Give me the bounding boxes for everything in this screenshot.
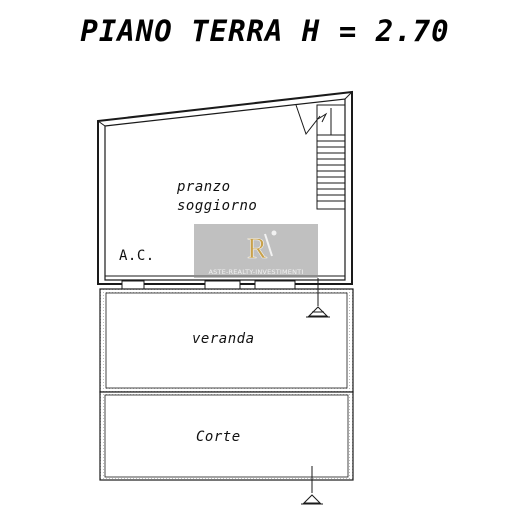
room-label-soggiorno: soggiorno — [177, 198, 258, 214]
room-label-veranda: veranda — [192, 331, 255, 347]
staircase — [295, 104, 346, 210]
room-label-ac: A.C. — [119, 248, 155, 264]
courtyard-area — [99, 391, 354, 481]
watermark-logo: R — [247, 230, 277, 265]
house-walls — [97, 90, 353, 285]
floor-title: PIANO TERRA H = 2.70 — [80, 14, 450, 48]
windows — [121, 280, 296, 290]
svg-text:R: R — [247, 232, 267, 265]
level-marker-veranda — [306, 278, 330, 318]
watermark-text: ASTE-REALTY-INVESTIMENTI — [208, 268, 304, 276]
room-label-pranzo: pranzo — [177, 179, 231, 195]
level-marker-courtyard — [301, 466, 323, 505]
watermark: R ASTE-REALTY-INVESTIMENTI — [194, 224, 318, 278]
room-label-corte: Corte — [196, 429, 241, 445]
veranda-area — [99, 288, 354, 393]
